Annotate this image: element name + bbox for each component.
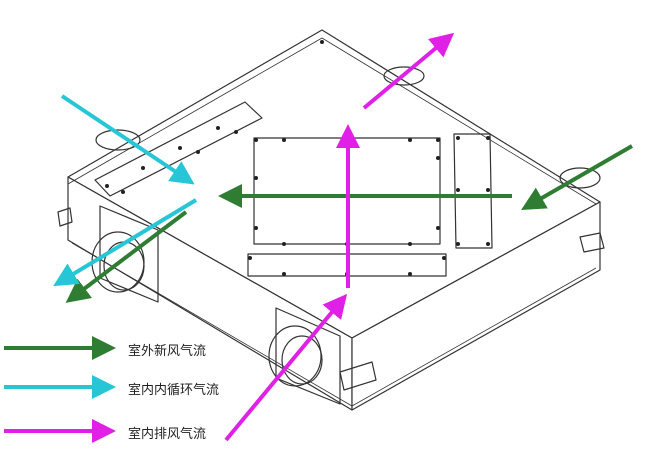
panel-narrow [453,133,493,249]
duct-top-right [559,167,601,189]
hanger-left [57,207,73,227]
legend-label-fresh: 室外新风气流 [128,344,207,359]
circulation-arrow-in [60,94,195,185]
panel-long-left [94,101,263,197]
airflow-arrows [53,32,633,442]
fresh-air-arrow-right-in [521,144,633,210]
hanger-right [579,232,605,253]
hanger-front [339,361,377,391]
front-collar-left [99,205,159,303]
exhaust-arrow-in-front [224,293,348,442]
duct-top-left [95,129,141,151]
legend-arrows [4,336,116,443]
panel-large [253,137,441,245]
duct-top-back [383,66,425,86]
front-duct-right [268,325,322,387]
panel-bottom [247,253,447,277]
fresh-air-arrow-left-out [65,210,188,303]
circulation-arrow-out [53,198,198,287]
front-right-face [351,201,601,411]
legend-label-circulation: 室内内循环气流 [128,383,220,398]
legend-label-exhaust: 室内排风气流 [128,427,207,442]
exhaust-arrow-out-top [362,32,455,110]
